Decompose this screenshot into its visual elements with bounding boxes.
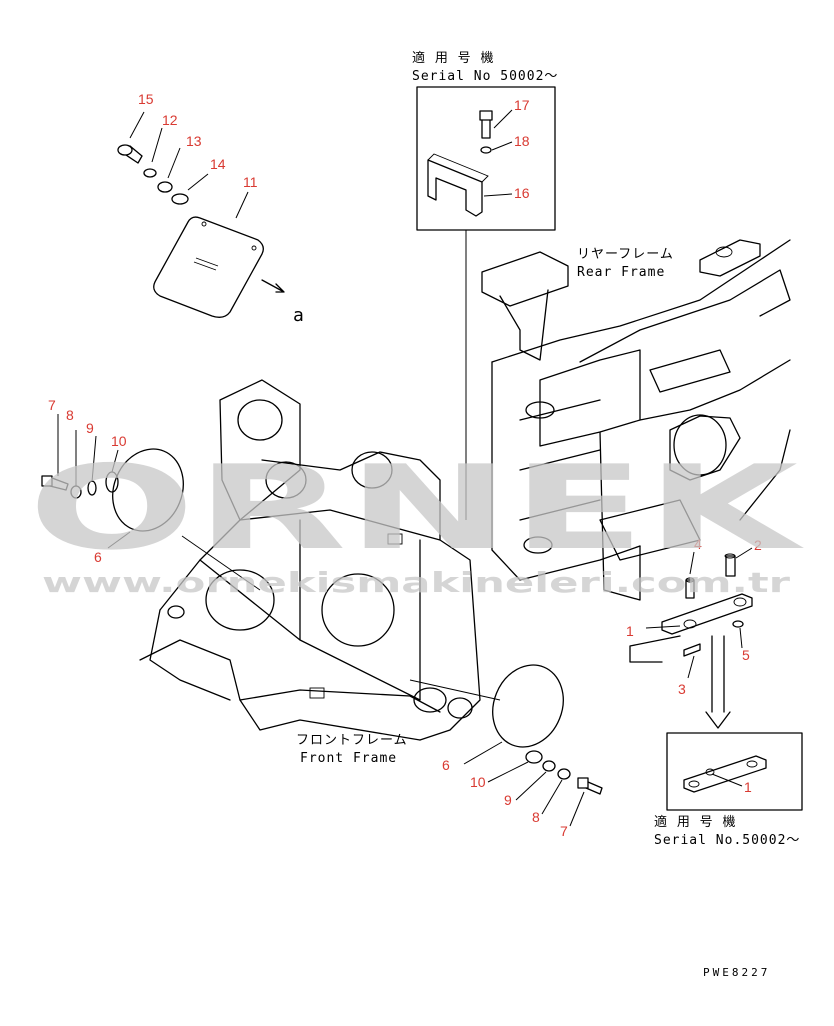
serial-box-bottom: 1 適 用 号 機 Serial No.50002～ <box>654 732 803 848</box>
lower-fasteners: 6 10 9 8 7 <box>409 664 603 839</box>
washer-13-icon <box>157 181 173 193</box>
bolt-7-lower-icon <box>577 777 603 795</box>
callout-14: 14 <box>210 156 226 172</box>
link-bar-1-detail-icon <box>683 755 767 793</box>
callout-17: 17 <box>514 97 530 113</box>
callout-6-left: 6 <box>94 549 102 565</box>
front-frame-jp-label: フロントフレーム <box>296 733 408 748</box>
rear-frame: リヤーフレーム Rear Frame <box>481 239 791 601</box>
serial-box-top: 適 用 号 機 Serial No 50002～ 17 18 16 <box>412 50 558 520</box>
callout-18: 18 <box>514 133 530 149</box>
washer-14-icon <box>171 193 189 205</box>
callout-10-lower: 10 <box>470 774 486 790</box>
drawing-code: PWE8227 <box>703 966 770 979</box>
front-frame-en-label: Front Frame <box>300 751 397 766</box>
front-frame: フロントフレーム Front Frame <box>139 379 481 766</box>
cover-6-left-icon <box>112 448 184 532</box>
callout-1-lower: 1 <box>744 779 752 795</box>
callout-7-lower: 7 <box>560 823 568 839</box>
cover-6-lower-icon <box>492 664 564 748</box>
link-parts: 1 2 4 3 5 <box>626 536 762 729</box>
watermark: ORNEK www.ornekismakineleri.com.tr <box>28 441 805 599</box>
rear-frame-jp-label: リヤーフレーム <box>577 247 674 262</box>
callout-13: 13 <box>186 133 202 149</box>
bracket-16-icon <box>427 153 489 217</box>
serial-top-jp: 適 用 号 機 <box>412 50 494 66</box>
callout-3: 3 <box>678 681 686 697</box>
serial-bottom-jp: 適 用 号 機 <box>654 814 736 830</box>
pin-2-icon <box>724 553 736 577</box>
callout-8-lower: 8 <box>532 809 540 825</box>
washer-8-lower-icon <box>557 768 571 780</box>
view-marker-label: a <box>293 305 304 326</box>
pin-4-icon <box>685 577 695 599</box>
washer-12-icon <box>143 168 157 178</box>
callout-5: 5 <box>742 647 750 663</box>
callout-4: 4 <box>694 536 702 552</box>
callout-16: 16 <box>514 185 530 201</box>
callout-7-left: 7 <box>48 397 56 413</box>
callout-8-left: 8 <box>66 407 74 423</box>
callout-12: 12 <box>162 112 178 128</box>
bolt-17-icon <box>479 110 493 139</box>
plate-3-icon <box>683 643 701 657</box>
bolt-15-icon <box>117 144 143 164</box>
link-bar-1-icon <box>661 593 753 635</box>
washer-5-icon <box>732 620 744 628</box>
callout-11: 11 <box>243 174 258 190</box>
washer-9-lower-icon <box>542 760 556 772</box>
callout-9-lower: 9 <box>504 792 512 808</box>
arrow-a-icon <box>261 279 285 293</box>
down-arrow-icon <box>705 635 731 729</box>
bolt-7-left-icon <box>41 475 69 491</box>
watermark-brand: ORNEK <box>28 441 805 576</box>
callout-6-lower: 6 <box>442 757 450 773</box>
left-fasteners: 7 8 9 10 6 <box>41 397 261 591</box>
callout-9-left: 9 <box>86 420 94 436</box>
cover-plate-group: a 15 12 13 14 11 <box>117 91 304 326</box>
serial-bottom-en: Serial No.50002～ <box>654 833 800 848</box>
washer-10-lower-icon <box>525 750 543 764</box>
callout-2: 2 <box>754 537 762 553</box>
watermark-url: www.ornekismakineleri.com.tr <box>42 566 790 599</box>
callout-1-upper: 1 <box>626 623 634 639</box>
washer-18-icon <box>480 146 492 154</box>
callout-15: 15 <box>138 91 154 107</box>
rear-frame-en-label: Rear Frame <box>577 265 665 280</box>
cover-11-icon <box>153 216 264 318</box>
serial-top-en: Serial No 50002～ <box>412 69 558 84</box>
callout-10-left: 10 <box>111 433 127 449</box>
